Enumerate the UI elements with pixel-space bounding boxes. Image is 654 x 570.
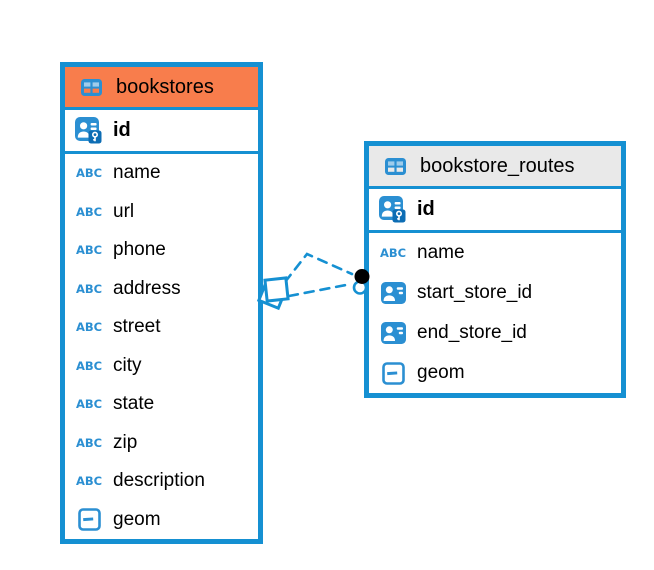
table-bookstores[interactable]: bookstores id ABC name (60, 62, 263, 544)
column-row-zip[interactable]: ABC zip (65, 424, 258, 463)
column-row-phone[interactable]: ABC phone (65, 231, 258, 270)
geometry-type-icon (377, 361, 409, 385)
relationship-line-1[interactable] (283, 252, 354, 284)
primary-key-icon (73, 116, 105, 145)
geometry-type-icon (73, 508, 105, 532)
text-type-icon: ABC (75, 166, 103, 181)
text-type-icon: ABC (75, 397, 103, 412)
text-type-icon: ABC (75, 474, 103, 489)
table-header-bookstores[interactable]: bookstores (65, 67, 258, 110)
column-row-start-store-id[interactable]: start_store_id (369, 273, 621, 313)
primary-key-icon (377, 195, 409, 224)
table-icon (75, 78, 107, 96)
column-row-geom[interactable]: geom (65, 501, 258, 540)
pk-row-id[interactable]: id (369, 189, 621, 233)
pk-row-id[interactable]: id (65, 110, 258, 154)
pk-label: id (113, 119, 131, 141)
column-row-end-store-id[interactable]: end_store_id (369, 313, 621, 353)
cardinality-diamond-marker[interactable] (256, 276, 290, 311)
table-title: bookstores (116, 75, 214, 98)
text-type-icon: ABC (75, 320, 103, 335)
text-type-icon: ABC (75, 435, 103, 450)
column-row-name[interactable]: ABC name (369, 233, 621, 273)
table-icon (379, 157, 411, 175)
text-type-icon: ABC (75, 204, 103, 219)
pk-label: id (417, 198, 435, 220)
column-row-street[interactable]: ABC street (65, 308, 258, 347)
relationship-connector-upper[interactable] (283, 252, 354, 284)
text-type-icon: ABC (379, 246, 407, 260)
column-row-name[interactable]: ABC name (65, 154, 258, 193)
column-row-url[interactable]: ABC url (65, 193, 258, 232)
relationship-line-2[interactable] (287, 282, 353, 298)
table-header-bookstore-routes[interactable]: bookstore_routes (369, 146, 621, 189)
column-row-state[interactable]: ABC state (65, 385, 258, 424)
table-title: bookstore_routes (420, 154, 575, 177)
column-row-city[interactable]: ABC city (65, 347, 258, 386)
column-row-description[interactable]: ABC description (65, 462, 258, 501)
text-type-icon: ABC (75, 281, 103, 296)
column-row-geom[interactable]: geom (369, 353, 621, 393)
column-row-address[interactable]: ABC address (65, 270, 258, 309)
relationship-connector-lower[interactable] (287, 282, 353, 298)
column-list: ABC name start_store_id (369, 233, 621, 393)
column-list: ABC name ABC url ABC phone ABC address A… (65, 154, 258, 539)
foreign-key-icon (377, 282, 409, 304)
text-type-icon: ABC (75, 358, 103, 373)
text-type-icon: ABC (75, 243, 103, 258)
table-bookstore-routes[interactable]: bookstore_routes id ABC name (364, 141, 626, 398)
foreign-key-icon (377, 322, 409, 344)
